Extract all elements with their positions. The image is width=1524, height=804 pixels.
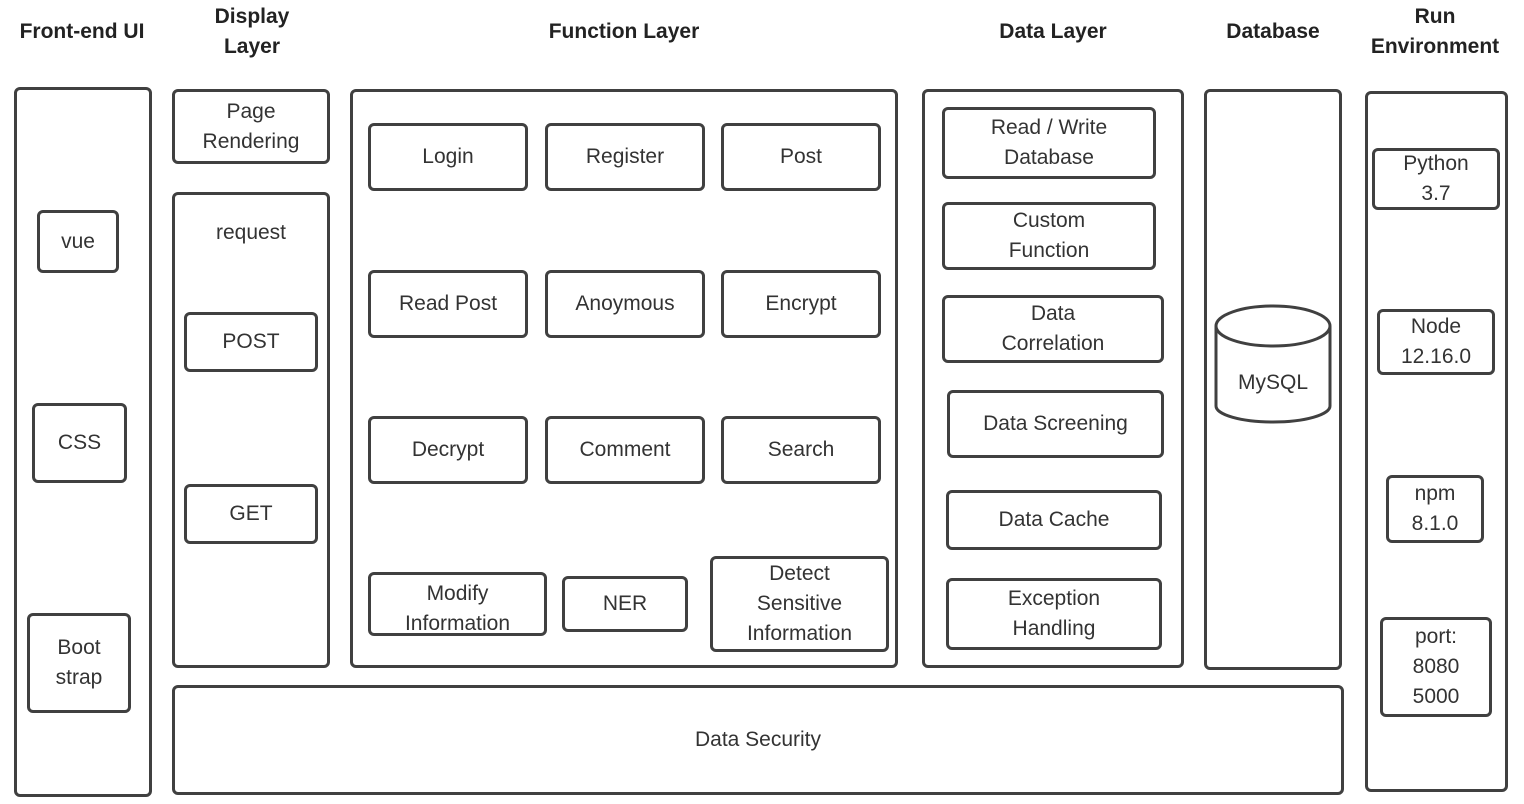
search-box: Search bbox=[721, 416, 881, 484]
post-function-box: Post bbox=[721, 123, 881, 191]
modify-information-box: Modify Information bbox=[368, 572, 547, 636]
port-box: port: 8080 5000 bbox=[1380, 617, 1492, 717]
npm-version-box: npm 8.1.0 bbox=[1386, 475, 1484, 543]
data-layer-container bbox=[922, 89, 1184, 668]
header-database: Database bbox=[1226, 20, 1320, 43]
anonymous-box: Anoymous bbox=[545, 270, 705, 338]
login-box: Login bbox=[368, 123, 528, 191]
mysql-cylinder-icon bbox=[1214, 304, 1332, 424]
data-screening-box: Data Screening bbox=[947, 390, 1164, 458]
custom-function-box: Custom Function bbox=[942, 202, 1156, 270]
read-post-box: Read Post bbox=[368, 270, 528, 338]
decrypt-box: Decrypt bbox=[368, 416, 528, 484]
header-function-layer: Function Layer bbox=[548, 20, 700, 43]
mysql-label: MySQL bbox=[1237, 371, 1308, 394]
encrypt-box: Encrypt bbox=[721, 270, 881, 338]
header-frontend-ui: Front-end UI bbox=[19, 20, 145, 43]
bootstrap-box: Boot strap bbox=[27, 613, 131, 713]
node-version-box: Node 12.16.0 bbox=[1377, 309, 1495, 375]
ner-box: NER bbox=[562, 576, 688, 632]
post-method-box: POST bbox=[184, 312, 318, 372]
header-display-layer: Display Layer bbox=[214, 5, 290, 58]
header-data-layer: Data Layer bbox=[999, 20, 1107, 43]
detect-sensitive-info-box: Detect Sensitive Information bbox=[710, 556, 889, 652]
vue-box: vue bbox=[37, 210, 119, 273]
python-version-box: Python 3.7 bbox=[1372, 148, 1500, 210]
exception-handling-box: Exception Handling bbox=[946, 578, 1162, 650]
data-security-bar: Data Security bbox=[172, 685, 1344, 795]
read-write-database-box: Read / Write Database bbox=[942, 107, 1156, 179]
data-correlation-box: Data Correlation bbox=[942, 295, 1164, 363]
request-container bbox=[172, 192, 330, 668]
page-rendering-box: Page Rendering bbox=[172, 89, 330, 164]
get-method-box: GET bbox=[184, 484, 318, 544]
register-box: Register bbox=[545, 123, 705, 191]
css-box: CSS bbox=[32, 403, 127, 483]
header-run-environment: Run Environment bbox=[1370, 5, 1500, 58]
comment-box: Comment bbox=[545, 416, 705, 484]
data-cache-box: Data Cache bbox=[946, 490, 1162, 550]
request-label: request bbox=[215, 221, 287, 244]
